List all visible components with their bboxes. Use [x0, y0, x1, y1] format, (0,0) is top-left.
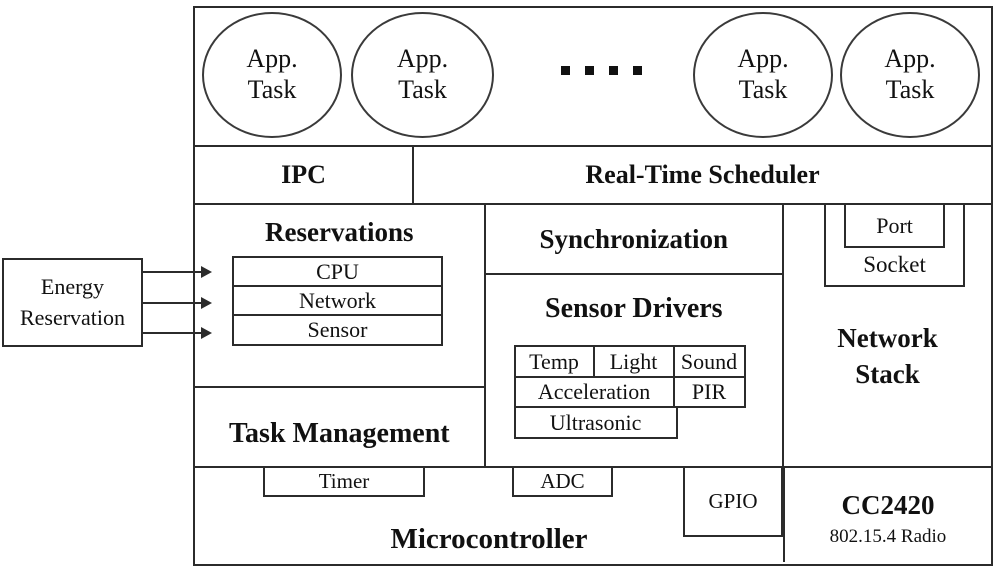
network-stack-line2: Stack — [855, 359, 920, 390]
energy-arrow-1 — [143, 266, 212, 278]
dot-icon — [585, 66, 594, 75]
sound-driver-cell: Sound — [672, 345, 746, 378]
app-task-label: Task — [885, 75, 935, 104]
radio-sub-label: 802.15.4 Radio — [829, 526, 947, 547]
scheduler-block: Real-Time Scheduler — [412, 147, 991, 203]
app-task-ellipse-1: App. Task — [202, 12, 342, 138]
dot-icon — [633, 66, 642, 75]
network-reservation-cell: Network — [232, 285, 443, 316]
app-tasks-band: App. Task App. Task App. Task App. Task — [195, 8, 991, 145]
timer-box: Timer — [263, 468, 425, 497]
main-container: App. Task App. Task App. Task App. Task — [193, 6, 993, 566]
energy-reservation-line1: Energy — [40, 273, 105, 299]
app-task-ellipse-2: App. Task — [351, 12, 494, 138]
network-stack-line1: Network — [837, 323, 938, 353]
dot-icon — [609, 66, 618, 75]
acceleration-driver-cell: Acceleration — [513, 376, 675, 408]
hardware-band: Timer ADC GPIO Microcontroller CC2420 80… — [195, 466, 991, 562]
task-management-block: Task Management — [195, 386, 484, 466]
cpu-reservation-cell: CPU — [232, 256, 443, 287]
network-stack-label: Network Stack — [784, 320, 991, 393]
energy-arrow-2 — [143, 297, 212, 309]
radio-region: CC2420 802.15.4 Radio — [785, 468, 991, 562]
app-task-ellipse-4: App. Task — [840, 12, 980, 138]
app-task-label: Task — [398, 75, 447, 104]
energy-reservation-box: Energy Reservation — [2, 258, 143, 347]
network-stack-column: Socket Port Network Stack — [784, 205, 991, 466]
sensor-reservation-cell: Sensor — [232, 314, 443, 346]
socket-label: Socket — [863, 252, 926, 277]
dot-icon — [561, 66, 570, 75]
app-task-label: Task — [738, 75, 788, 104]
drivers-column: Synchronization Sensor Drivers Temp Ligh… — [485, 205, 785, 466]
sensor-drivers-title: Sensor Drivers — [545, 293, 723, 324]
reservations-title: Reservations — [265, 217, 414, 247]
microcontroller-region: Timer ADC GPIO Microcontroller — [195, 468, 785, 562]
energy-arrow-3 — [143, 327, 212, 339]
ipc-block: IPC — [281, 160, 326, 189]
cc2420-label: CC2420 — [841, 490, 935, 520]
synchronization-block: Synchronization — [485, 205, 783, 275]
app-task-label: Task — [247, 75, 297, 104]
ellipsis-dots-icon — [561, 66, 642, 75]
adc-box: ADC — [512, 468, 613, 497]
microcontroller-label: Microcontroller — [390, 523, 588, 555]
reservations-column: Reservations CPU Network Sensor Task Man… — [195, 205, 486, 466]
temp-driver-cell: Temp — [513, 345, 595, 378]
app-task-ellipse-3: App. Task — [693, 12, 833, 138]
app-task-label: App. — [246, 44, 298, 74]
app-task-label: App. — [396, 44, 449, 74]
kernel-band: IPC Real-Time Scheduler — [195, 145, 991, 205]
light-driver-cell: Light — [592, 345, 675, 378]
gpio-box: GPIO — [683, 468, 783, 537]
ultrasonic-driver-cell: Ultrasonic — [513, 406, 678, 439]
energy-reservation-line2: Reservation — [19, 304, 126, 330]
socket-box: Socket — [824, 205, 966, 287]
pir-driver-cell: PIR — [672, 376, 746, 408]
app-task-label: App. — [737, 44, 789, 74]
port-box: Port — [844, 205, 946, 248]
middle-region: Reservations CPU Network Sensor Task Man… — [195, 205, 991, 466]
app-task-label: App. — [884, 44, 936, 74]
